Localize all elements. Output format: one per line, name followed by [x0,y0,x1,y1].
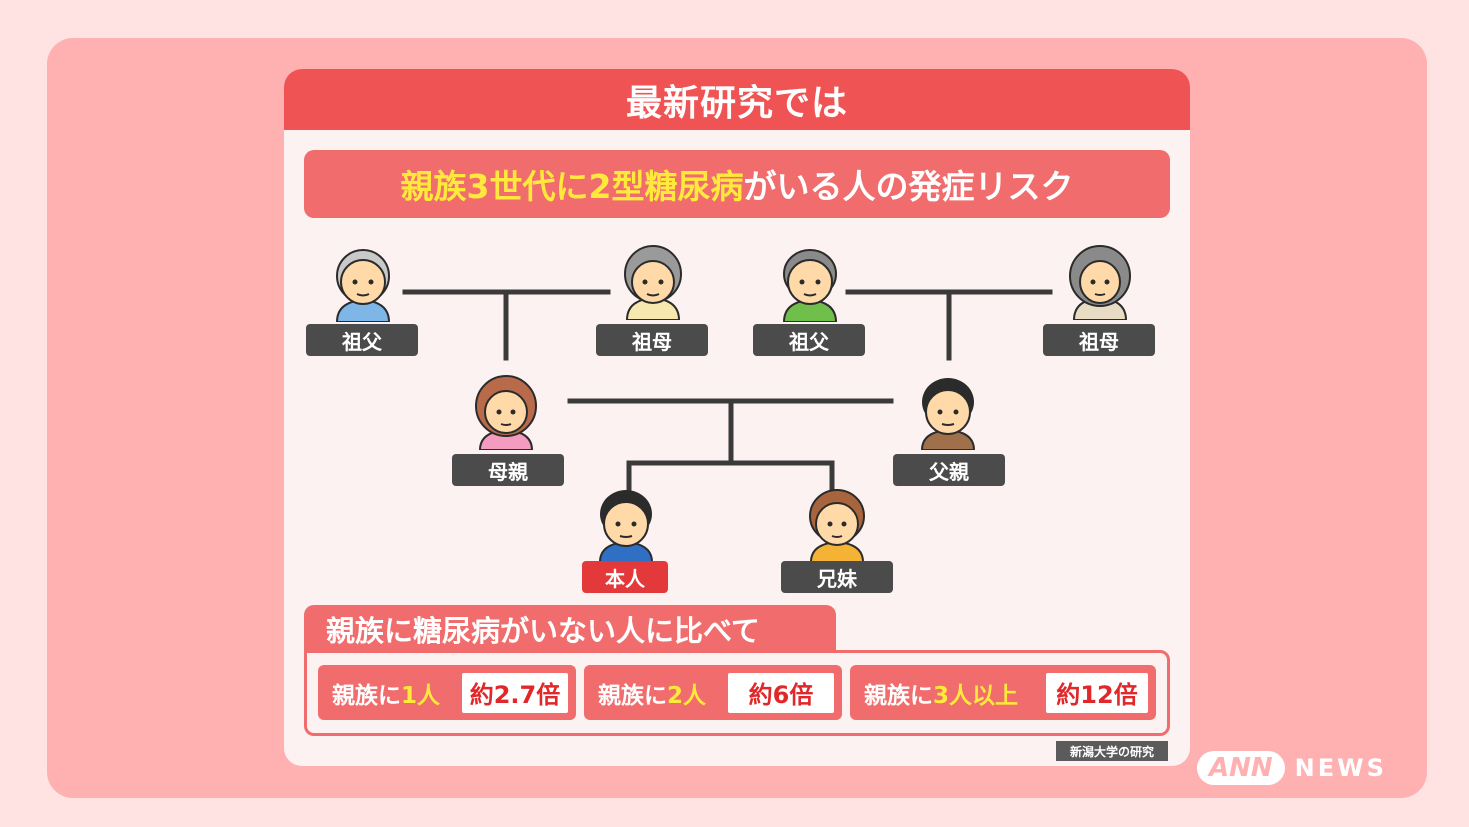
grandfather-left-icon [323,242,403,323]
label-grandmother-left: 祖母 [596,324,708,356]
subtitle-banner: 親族3世代に2型糖尿病がいる人の発症リスク [304,150,1170,218]
grandfather-right-icon [770,242,850,323]
grandmother-left-icon [613,240,693,321]
father-icon [908,370,988,451]
ann-news-logo: ANN NEWS [1197,751,1387,785]
source-credit: 新潟大学の研究 [1056,741,1168,761]
label-father: 父親 [893,454,1005,486]
stat-1-relative: 親族に1人 約2.7倍 [318,665,576,720]
stat-result: 約2.7倍 [462,672,568,713]
label-grandfather-right: 祖父 [753,324,865,356]
sibling-icon [797,482,877,563]
label-self: 本人 [582,561,668,593]
stat-condition: 親族に3人以上 [864,682,1019,709]
label-mother: 母親 [452,454,564,486]
stat-condition: 親族に1人 [332,682,441,709]
subtitle-rest: がいる人の発症リスク [743,167,1074,206]
stat-3plus-relatives: 親族に3人以上 約12倍 [850,665,1156,720]
comparison-heading: 親族に糖尿病がいない人に比べて [304,605,836,652]
stat-condition: 親族に2人 [598,682,707,709]
stat-result: 約12倍 [1046,672,1148,713]
stat-result: 約6倍 [728,672,834,713]
subtitle-highlight: 親族3世代に2型糖尿病 [400,167,744,206]
label-grandfather-left: 祖父 [306,324,418,356]
card-title: 最新研究では [284,69,1190,130]
stat-2-relatives: 親族に2人 約6倍 [584,665,842,720]
logo-news: NEWS [1294,754,1387,782]
label-grandmother-right: 祖母 [1043,324,1155,356]
logo-ann: ANN [1197,751,1285,785]
label-sibling: 兄妹 [781,561,893,593]
grandmother-right-icon [1060,240,1140,321]
mother-icon [466,370,546,451]
self-icon [586,482,666,563]
